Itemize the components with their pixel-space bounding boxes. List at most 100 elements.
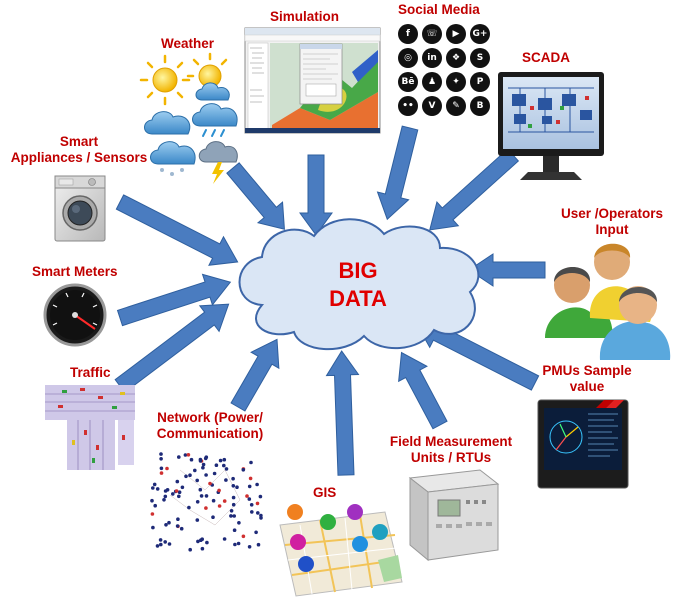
network-node <box>231 484 236 488</box>
network-node <box>229 509 234 513</box>
behance-icon: Bē <box>398 72 418 92</box>
network-node <box>167 542 172 546</box>
network-node <box>255 482 259 487</box>
network-node <box>176 517 180 521</box>
network-node <box>184 474 188 479</box>
network-node <box>256 542 261 547</box>
network-node <box>159 542 163 547</box>
network-node <box>198 457 203 462</box>
network-node <box>171 492 175 496</box>
network-node <box>175 479 180 484</box>
network-node <box>177 455 181 459</box>
network-node <box>189 457 194 462</box>
big-data-title-line1: BIG <box>338 258 377 283</box>
network-node <box>247 484 252 489</box>
network-node <box>208 481 212 486</box>
network-node <box>237 521 241 525</box>
network-node <box>249 460 253 465</box>
network-node <box>163 540 167 544</box>
label-traffic: Traffic <box>70 365 111 380</box>
youtube-icon: ▶ <box>446 24 466 44</box>
network-node <box>159 452 163 456</box>
network-node <box>232 528 237 532</box>
network-node <box>250 510 254 514</box>
network-node <box>217 488 221 493</box>
network-node <box>175 524 180 528</box>
network-node <box>212 471 217 476</box>
arrow-simulation <box>299 154 333 236</box>
arrow-network <box>230 338 280 412</box>
flickr-icon: •• <box>398 96 418 116</box>
label-network: Network (Power/ Communication) <box>156 410 264 441</box>
washing-machine-image <box>54 175 106 242</box>
whatsapp-icon: ☏ <box>422 24 442 44</box>
traffic-image <box>45 385 135 470</box>
network-node <box>203 456 208 461</box>
label-field-measurement: Field Measurement Units / RTUs <box>389 434 513 465</box>
network-node <box>183 453 188 457</box>
network-node <box>211 515 215 519</box>
network-node <box>153 503 157 508</box>
network-node <box>224 478 228 482</box>
network-node <box>236 541 241 546</box>
user-icon <box>599 286 671 360</box>
network-node <box>222 499 227 503</box>
network-node <box>231 495 236 500</box>
network-node <box>155 487 160 491</box>
network-node <box>222 537 227 541</box>
network-node <box>195 518 200 522</box>
label-smart-meters: Smart Meters <box>32 264 118 279</box>
network-node <box>224 467 229 471</box>
network-node <box>245 494 249 498</box>
label-pmus: PMUs Sample value <box>542 363 632 394</box>
googleplus-icon: G+ <box>470 24 490 44</box>
snapchat-icon: ♟ <box>422 72 442 92</box>
network-node <box>247 545 252 549</box>
network-node <box>164 523 168 527</box>
arrow-gis <box>325 350 360 476</box>
network-node <box>247 497 252 501</box>
arrow-smart-meters <box>116 273 232 327</box>
instagram-icon: ◎ <box>398 48 418 68</box>
label-user-operators: User /Operators Input <box>560 206 664 237</box>
label-simulation: Simulation <box>270 9 340 24</box>
network-node <box>180 485 185 490</box>
network-node <box>167 520 171 525</box>
network-node <box>255 501 260 506</box>
network-node <box>187 505 191 510</box>
network-node <box>177 490 182 495</box>
arrow-smart-appliances <box>115 194 239 266</box>
map-pin-icons <box>287 504 388 578</box>
network-node <box>165 488 170 492</box>
network-node <box>217 504 222 508</box>
network-node <box>255 511 260 515</box>
network-node <box>196 539 200 544</box>
network-node <box>222 463 226 468</box>
network-node <box>159 466 164 471</box>
network-node <box>199 538 203 542</box>
label-social-media: Social Media <box>398 2 480 17</box>
network-node <box>201 462 206 467</box>
network-node <box>258 494 263 499</box>
network-node <box>193 468 197 473</box>
network-node <box>198 487 203 492</box>
network-node <box>235 485 239 490</box>
network-node <box>152 482 157 487</box>
network-node <box>174 489 179 493</box>
arrow-user-operators <box>468 253 546 287</box>
thunderstorm-icon <box>198 141 238 184</box>
network-node <box>229 514 233 518</box>
network-node <box>188 473 192 478</box>
sun-icon <box>139 54 191 106</box>
label-smart-appliances: Smart Appliances / Sensors <box>10 134 148 165</box>
simulation-image <box>244 27 381 134</box>
network-node <box>201 465 205 470</box>
dropbox-icon: ❖ <box>446 48 466 68</box>
pmu-device-image <box>537 399 629 489</box>
network-node <box>158 538 163 542</box>
arrow-weather <box>226 162 285 230</box>
snow-icon <box>150 141 196 176</box>
network-node <box>231 502 236 507</box>
